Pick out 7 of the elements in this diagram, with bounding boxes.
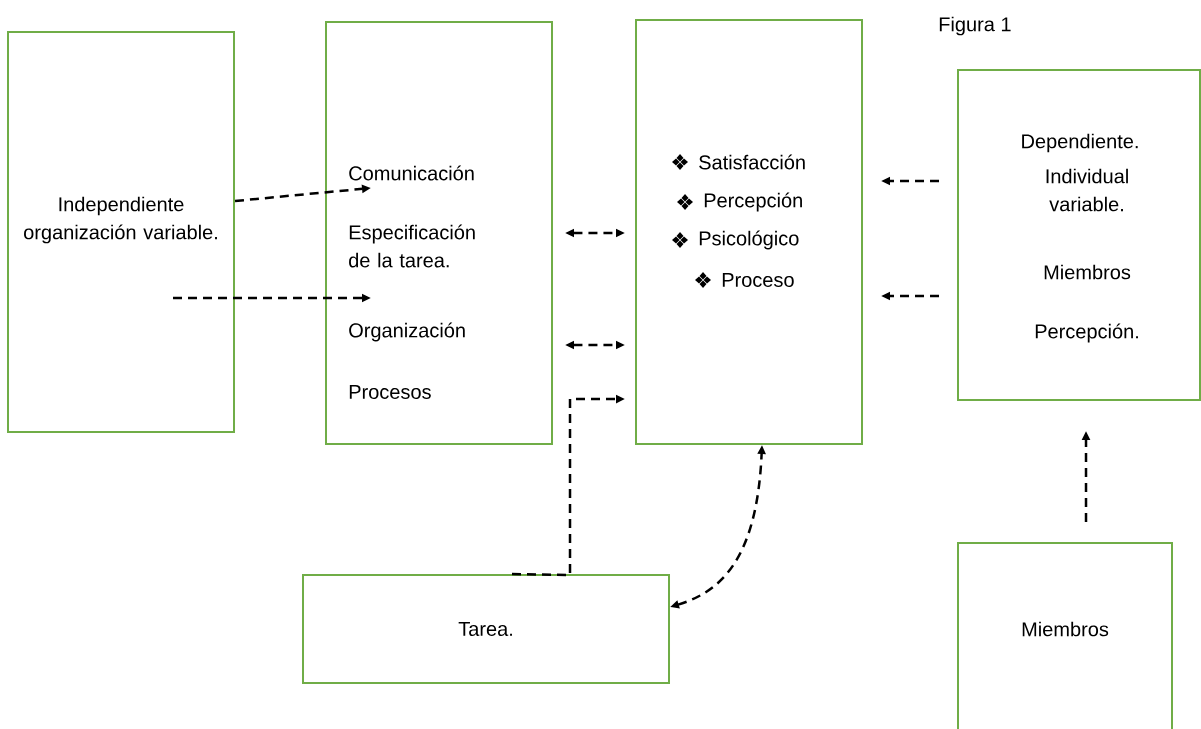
- figure-title: Figura 1: [939, 16, 1011, 36]
- box: Tarea.: [302, 574, 670, 684]
- box: Miembros: [957, 542, 1173, 729]
- box: Dependiente. Individual variable. Miembros Percepción.: [957, 69, 1201, 401]
- box: Comunicación Especificación de la tarea. Organización Procesos: [325, 21, 553, 445]
- box: Satisfacción Percepción Psicológico Proceso: [635, 19, 863, 445]
- box: Independiente organización variable.: [7, 31, 235, 433]
